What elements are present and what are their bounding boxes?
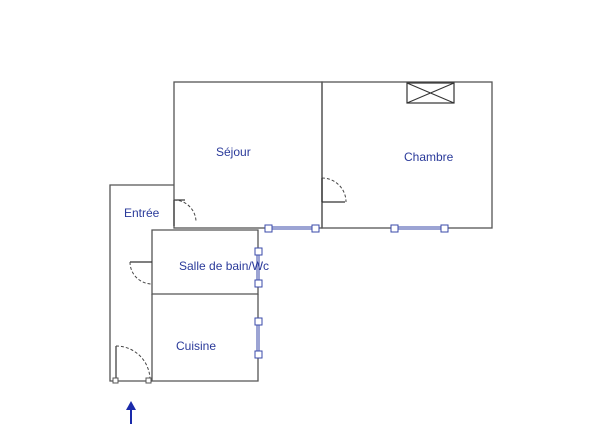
room-label-cuisine: Cuisine xyxy=(176,339,216,353)
windows xyxy=(254,224,449,359)
room-label-salle-de-bain: Salle de bain/Wc xyxy=(179,259,269,273)
door-sejour xyxy=(173,199,197,226)
room-label-entree: Entrée xyxy=(124,206,160,220)
arrow-up-icon xyxy=(126,401,136,424)
window-chambre xyxy=(390,224,449,233)
door-salle-de-bain xyxy=(129,261,153,285)
window-cuisine xyxy=(254,317,263,359)
cuisine-walls xyxy=(151,294,259,382)
room-label-sejour: Séjour xyxy=(216,145,251,159)
walls xyxy=(109,81,493,382)
window-salle-de-bain xyxy=(254,247,263,288)
door-entrance xyxy=(112,345,152,384)
doors xyxy=(112,177,347,384)
entree-walls xyxy=(109,184,174,382)
door-chambre xyxy=(321,177,347,203)
room-label-chambre: Chambre xyxy=(404,150,454,164)
window-sejour xyxy=(264,224,320,233)
crossed-box-icon xyxy=(406,82,455,104)
